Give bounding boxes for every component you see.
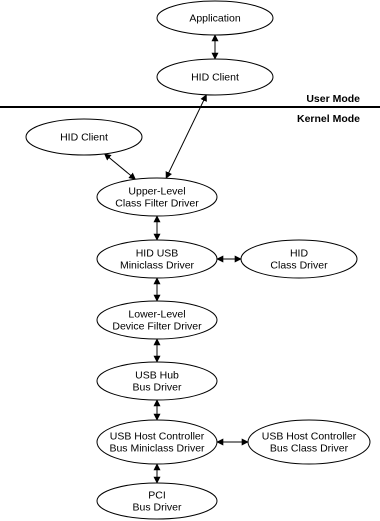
node-pci-shape — [96, 482, 218, 520]
node-upper-filter-shape — [96, 177, 218, 217]
node-hid-client-kernel-label: HID Client — [60, 132, 108, 144]
node-hid-client-kernel-shape — [25, 118, 143, 156]
node-hid-client-user: HID Client — [156, 58, 274, 96]
user-mode-label: User Mode — [306, 93, 360, 105]
node-hid-class-label: HID — [290, 248, 309, 260]
node-upper-filter-label: Class Filter Driver — [115, 198, 199, 210]
node-hid-class-shape — [240, 239, 358, 279]
node-application: Application — [156, 0, 274, 36]
node-upper-filter-label: Upper-Level — [128, 186, 185, 198]
node-hid-usb-miniclass-shape — [96, 239, 218, 279]
edge-hid-client-user-to-upper-filter — [165, 94, 207, 179]
node-lower-filter-label: Device Filter Driver — [112, 321, 202, 333]
node-pci-label: PCI — [148, 490, 166, 502]
node-application-label: Application — [189, 13, 241, 25]
node-host-miniclass-label: Bus Miniclass Driver — [109, 443, 205, 455]
edges — [103, 34, 249, 484]
node-host-class-label: USB Host Controller — [262, 431, 357, 443]
node-lower-filter-shape — [96, 300, 218, 340]
edge-hid-client-kernel-to-upper-filter — [103, 153, 136, 180]
node-usb-hub-label: Bus Driver — [132, 382, 182, 394]
node-usb-hub-label: USB Hub — [135, 370, 179, 382]
node-hid-usb-miniclass-label: HID USB — [136, 248, 179, 260]
node-hid-client-user-shape — [156, 58, 274, 96]
node-hid-class-label: Class Driver — [270, 260, 328, 272]
node-host-miniclass-label: USB Host Controller — [110, 431, 205, 443]
node-usb-hub-shape — [96, 361, 218, 401]
node-host-class-label: Bus Class Driver — [270, 443, 349, 455]
node-hid-client-kernel: HID Client — [25, 118, 143, 156]
node-host-class-shape — [247, 419, 371, 465]
node-hid-client-user-label: HID Client — [191, 72, 239, 84]
node-host-miniclass-shape — [96, 419, 218, 465]
node-hid-usb-miniclass-label: Miniclass Driver — [120, 260, 195, 272]
node-application-shape — [156, 0, 274, 36]
kernel-mode-label: Kernel Mode — [297, 113, 360, 125]
node-pci-label: Bus Driver — [132, 502, 182, 514]
node-lower-filter-label: Lower-Level — [128, 309, 185, 321]
